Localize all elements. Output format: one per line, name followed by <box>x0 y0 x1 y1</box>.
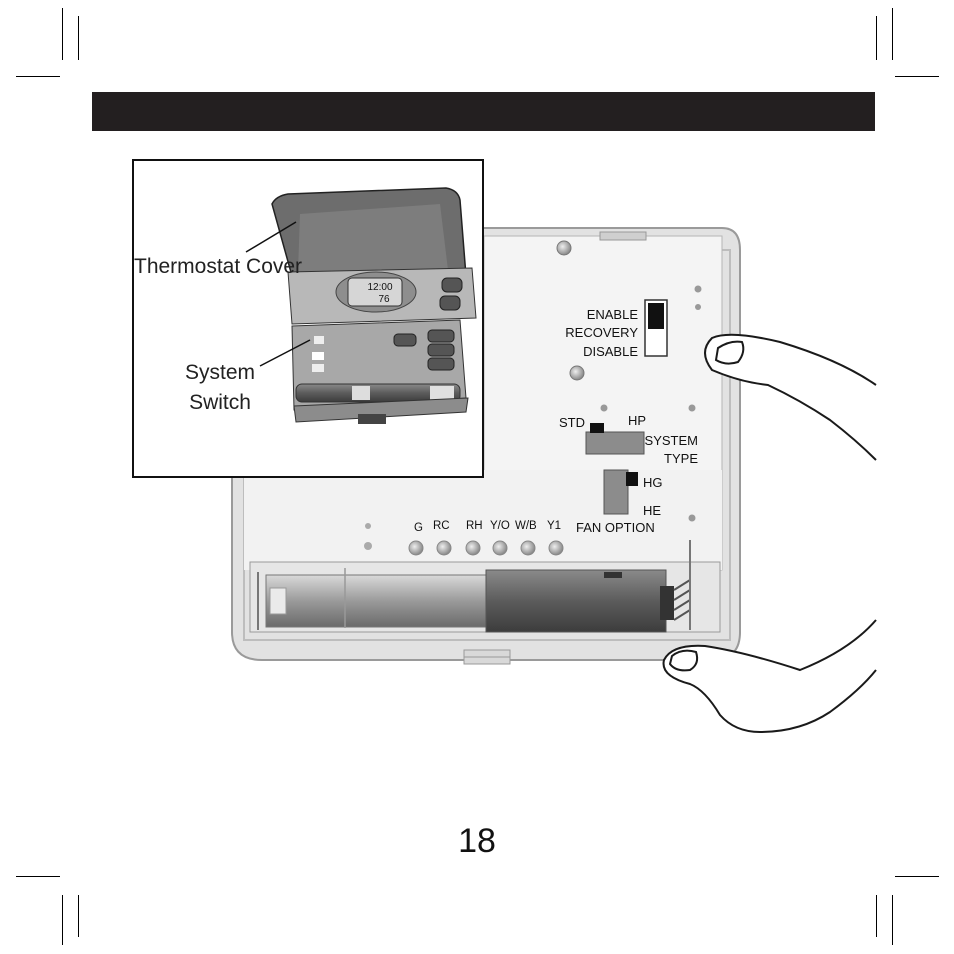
crop-mark <box>892 895 893 945</box>
display-time: 12:00 <box>367 282 392 293</box>
terminal-label: Y/O <box>490 520 510 532</box>
battery-icon <box>249 540 721 633</box>
crop-mark <box>62 8 63 60</box>
terminal-screws <box>408 540 564 556</box>
label-std: STD <box>559 415 585 430</box>
terminal-label: W/B <box>515 520 537 532</box>
crop-mark <box>895 76 939 77</box>
crop-mark <box>876 16 877 60</box>
label-type: TYPE <box>664 451 698 466</box>
label-enable: ENABLE <box>586 307 638 322</box>
crop-mark <box>16 876 60 877</box>
crop-mark <box>78 16 79 60</box>
crop-mark <box>895 876 939 877</box>
header-bar <box>92 92 875 131</box>
page-number: 18 <box>458 822 496 860</box>
display-temperature: 76 <box>378 294 390 305</box>
callout-system-switch-line1: System <box>184 361 255 384</box>
crop-mark <box>78 895 79 937</box>
crop-mark <box>62 895 63 945</box>
label-disable: DISABLE <box>583 344 638 359</box>
terminal-label: G <box>414 522 423 534</box>
label-hg: HG <box>643 475 663 490</box>
label-recovery: RECOVERY <box>565 325 638 340</box>
callout-thermostat-cover: Thermostat Cover <box>134 255 303 278</box>
terminal-label: RC <box>433 520 450 532</box>
label-hp: HP <box>628 413 647 428</box>
crop-mark <box>876 895 877 937</box>
terminal-label: Y1 <box>547 520 562 532</box>
crop-mark <box>16 76 60 77</box>
terminal-label: RH <box>466 520 483 532</box>
label-system: SYSTEM <box>644 433 698 448</box>
label-fan-option: FAN OPTION <box>576 520 655 535</box>
crop-mark <box>892 8 893 60</box>
callout-system-switch-line2: Switch <box>189 391 251 414</box>
label-he: HE <box>643 503 662 518</box>
hand-icon <box>662 333 877 734</box>
